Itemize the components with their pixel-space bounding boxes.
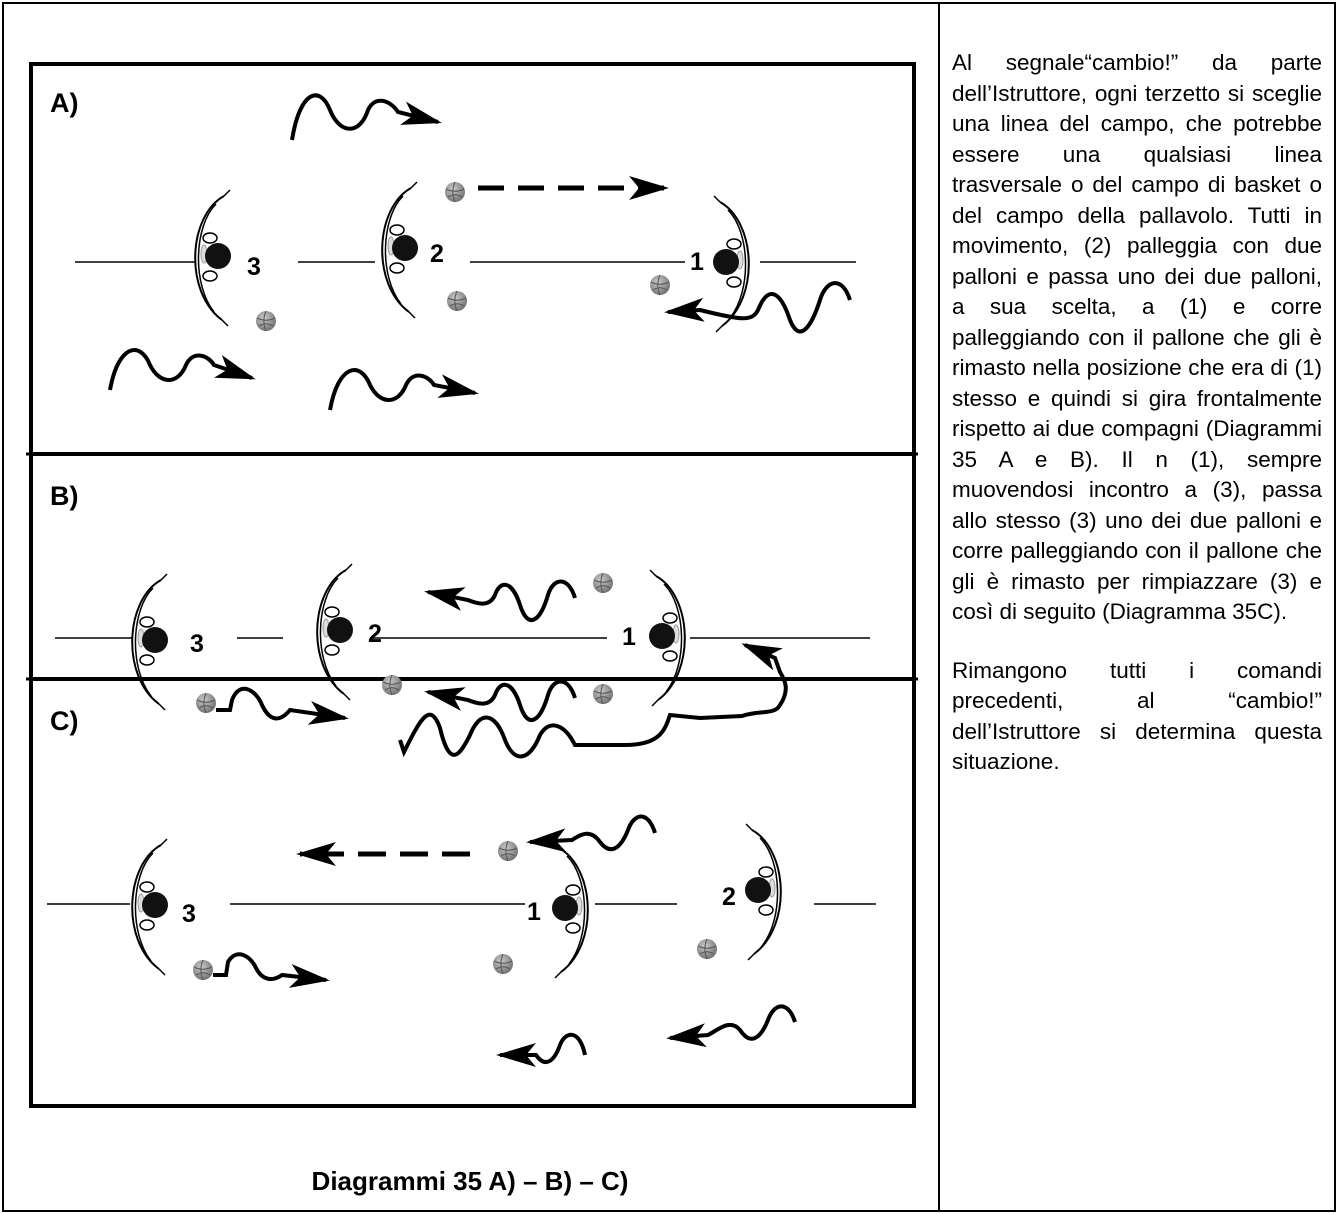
- ball-c3: [492, 953, 514, 975]
- ball-a2: [444, 181, 466, 203]
- panel-label-c: C): [50, 706, 79, 736]
- ball-a3: [446, 290, 468, 312]
- column-divider: [938, 2, 940, 1212]
- player-label-1-a: 1: [690, 248, 704, 276]
- ball-b3: [592, 572, 614, 594]
- ball-c1: [192, 959, 214, 981]
- player-label-1-c: 1: [527, 898, 541, 926]
- description-paragraph-1: Al segnale“cambio!” da parte dell’Istrut…: [952, 50, 1322, 624]
- player-2-c: [744, 823, 782, 961]
- player-1-b: [648, 569, 686, 707]
- player-3-b: [131, 573, 169, 711]
- player-label-3-b: 3: [190, 630, 204, 658]
- panel-c: [26, 677, 918, 1108]
- dribble-paths-a: [108, 93, 852, 411]
- description-column: Al segnale“cambio!” da parte dell’Istrut…: [952, 48, 1322, 806]
- player-label-1-b: 1: [622, 623, 636, 651]
- ball-b1: [195, 692, 217, 714]
- player-label-2-b: 2: [368, 620, 382, 648]
- panel-label-b: B): [50, 481, 79, 511]
- diagram-caption: Diagrammi 35 A) – B) – C): [311, 1166, 629, 1196]
- ball-c2: [497, 840, 519, 862]
- dribble-paths-c: [213, 814, 797, 1067]
- player-label-2-a: 2: [430, 240, 444, 268]
- player-label-2-c: 2: [722, 883, 736, 911]
- ball-b4: [592, 683, 614, 705]
- drill-diagram: A) B) C) 3 2 1 3 2 1: [26, 62, 918, 1108]
- player-3-a: [194, 189, 232, 327]
- player-1-a: [712, 195, 750, 333]
- player-label-3-a: 3: [247, 253, 261, 281]
- panel-a: [29, 62, 916, 456]
- panel-label-a: A): [50, 88, 79, 118]
- ball-a4: [649, 274, 671, 296]
- ball-c4: [696, 938, 718, 960]
- player-1-c: [551, 841, 589, 979]
- ball-a1: [255, 310, 277, 332]
- dribble-paths-b: [216, 579, 788, 759]
- ball-b2: [381, 674, 403, 696]
- player-3-c: [131, 838, 169, 976]
- player-label-3-c: 3: [182, 900, 196, 928]
- player-2-a: [381, 181, 419, 319]
- description-paragraph-2: Rimangono tutti i comandi precedenti, al…: [952, 657, 1322, 775]
